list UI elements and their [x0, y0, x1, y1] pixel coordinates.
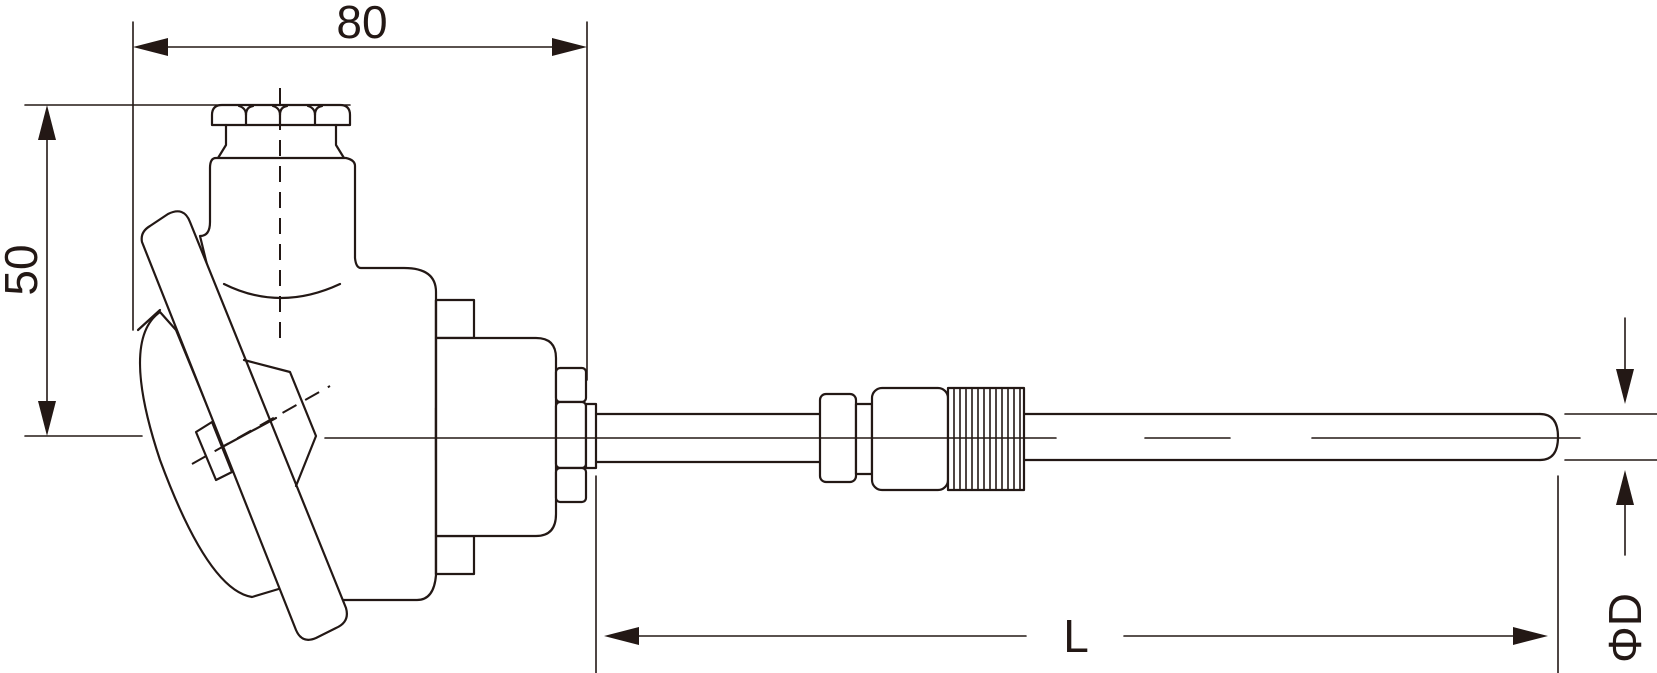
arrow-l-left [604, 627, 639, 645]
arrow-bottom [38, 401, 56, 436]
head-flange [434, 298, 558, 577]
arrow-left [133, 38, 168, 56]
length-dimension-label: L [1063, 610, 1089, 662]
dimension-length: L [595, 475, 1559, 673]
dimension-height: 50 [0, 104, 351, 437]
arrow-top [38, 105, 56, 140]
dimension-diameter: ΦD [1564, 317, 1657, 663]
head-hex-nut [554, 366, 598, 504]
arrow-right [552, 38, 587, 56]
thread-lines [953, 387, 1021, 491]
sheath-tube [594, 412, 1560, 464]
arrow-d-top [1616, 369, 1634, 404]
height-dimension-label: 50 [0, 244, 47, 295]
arrow-l-right [1513, 627, 1548, 645]
width-dimension-label: 80 [336, 0, 387, 48]
diameter-dimension-label: ΦD [1599, 593, 1651, 663]
dimension-width: 80 [132, 0, 588, 381]
arrow-d-bottom [1616, 470, 1634, 505]
head-lid [136, 210, 348, 641]
center-lines [279, 88, 1581, 439]
compression-fitting [818, 386, 1026, 492]
